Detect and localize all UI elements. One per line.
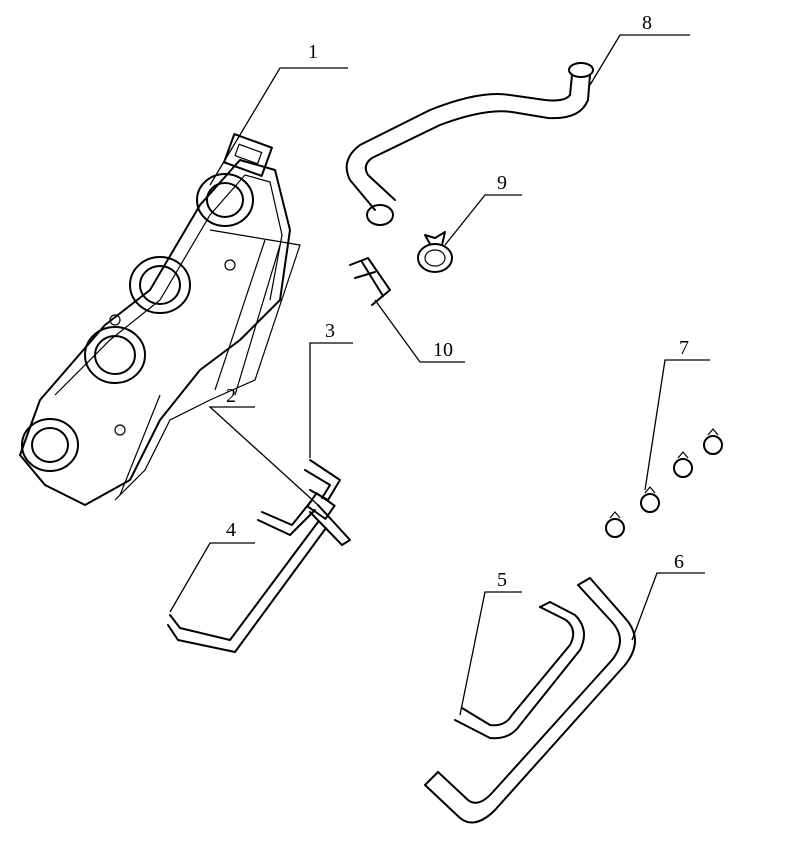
clamps-7 [605,428,723,538]
callout-3: 3 [325,320,335,342]
callout-2: 2 [226,385,236,407]
callout-7: 7 [679,337,689,359]
callout-4: 4 [226,519,236,541]
callout-10: 10 [433,339,453,361]
callout-9: 9 [497,172,507,194]
hose-8 [345,62,594,226]
callout-6: 6 [674,551,684,573]
leader-lines [169,34,710,716]
hose-10 [349,257,391,306]
callout-5: 5 [497,569,507,591]
callout-8: 8 [642,12,652,34]
throttle-body-assembly [19,133,301,506]
hose-5 [454,601,585,740]
callout-1: 1 [308,41,318,63]
hose-6 [424,577,636,824]
clamp-9 [417,231,453,273]
hose-assembly-2-3-4 [167,459,351,653]
